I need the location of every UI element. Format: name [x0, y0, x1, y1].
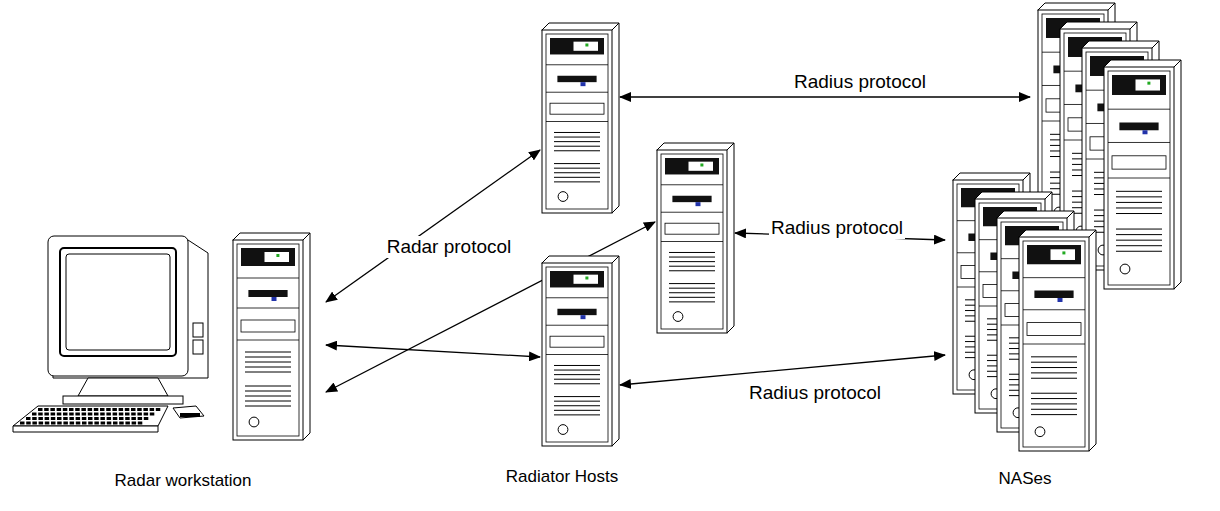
machine-illustration: [8, 228, 326, 500]
node-caption: Radiator Hosts: [506, 467, 618, 487]
protocol-connector: [620, 96, 1030, 97]
machine-illustration: [655, 142, 735, 337]
machine-node: Radar workstation: [8, 228, 326, 500]
connector-label: Radar protocol: [385, 236, 514, 258]
machine-node: [540, 255, 620, 450]
machine-node: [655, 142, 735, 337]
connector-label: Radius protocol: [769, 217, 905, 239]
protocol-connector: [620, 355, 945, 385]
node-caption: Radar workstation: [114, 471, 251, 491]
machine-illustration: [540, 22, 620, 217]
machine-node: [540, 22, 620, 217]
connector-label: Radius protocol: [747, 382, 883, 404]
protocol-connector: [326, 345, 540, 357]
group-node: NASes: [940, 0, 1218, 497]
protocol-connector: [326, 150, 540, 302]
machine-illustration: [540, 255, 620, 450]
node-caption: NASes: [999, 469, 1052, 489]
connector-label: Radius protocol: [792, 71, 928, 93]
machine-illustration: [945, 170, 1125, 454]
machine-node: [945, 170, 1125, 454]
